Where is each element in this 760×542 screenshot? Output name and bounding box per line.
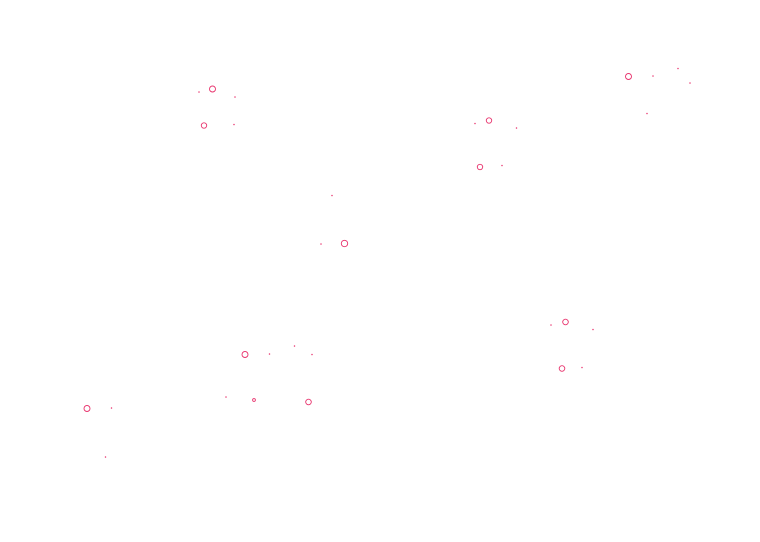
ring-marker	[241, 351, 249, 358]
ring-marker	[625, 73, 632, 80]
dot-marker	[652, 75, 654, 77]
dot-marker	[331, 194, 333, 197]
dot-marker	[268, 353, 271, 355]
dot-marker	[293, 345, 296, 347]
ring-marker	[562, 318, 569, 326]
ring-marker	[476, 163, 484, 171]
ring-marker	[252, 398, 256, 402]
ring-marker	[305, 398, 312, 406]
dot-marker	[474, 122, 476, 125]
ring-marker	[209, 85, 216, 93]
ring-marker	[558, 365, 566, 372]
dot-marker	[234, 96, 236, 98]
dot-marker	[225, 396, 227, 398]
dot-marker	[515, 127, 518, 129]
dot-marker	[646, 112, 648, 115]
dot-marker	[501, 164, 503, 167]
ring-marker	[83, 405, 91, 412]
dot-marker	[550, 324, 552, 326]
dot-marker	[104, 456, 107, 458]
dot-marker	[592, 328, 594, 331]
dot-marker	[110, 407, 113, 409]
dot-marker	[581, 366, 583, 369]
dot-marker	[233, 123, 235, 126]
ring-marker	[485, 117, 493, 124]
ring-marker	[340, 239, 349, 248]
ring-marker	[200, 122, 208, 129]
dot-marker	[689, 82, 691, 84]
dot-marker	[198, 91, 200, 93]
dot-marker	[311, 353, 313, 356]
dot-marker	[677, 67, 679, 70]
dot-marker	[320, 243, 322, 245]
